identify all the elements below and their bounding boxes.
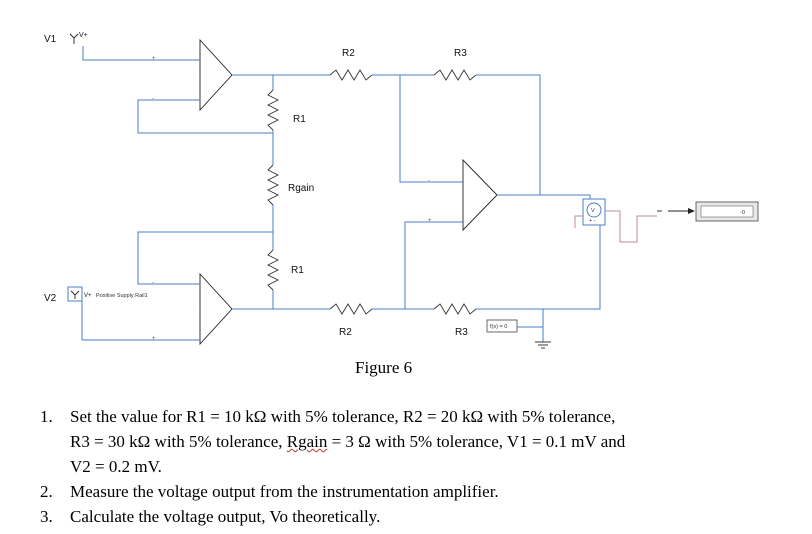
instruction-number: 3. — [40, 507, 53, 526]
instruction-text: Calculate the voltage output, Vo theoret… — [70, 507, 381, 526]
svg-text:-: - — [152, 280, 154, 286]
display-scope: -0 — [695, 201, 759, 222]
v1-label: V1 — [44, 34, 57, 45]
figure-caption: Figure 6 — [355, 358, 413, 377]
positive-supply-label: Positive Supply Rail1 — [96, 293, 148, 299]
instruction-text: = 3 Ω with 5% tolerance, V1 = 0.1 mV and — [327, 432, 626, 451]
instruction-list: 1. Set the value for R1 = 10 kΩ with 5% t… — [40, 404, 625, 529]
instruction-text: V2 = 0.2 mV. — [70, 457, 162, 476]
v2-source — [67, 286, 83, 302]
fx-block — [486, 319, 543, 333]
r3-top-label: R3 — [454, 48, 467, 59]
svg-text:+: + — [428, 218, 432, 224]
svg-text:-: - — [152, 96, 154, 102]
v2-label: V2 — [44, 293, 57, 304]
instruction-number: 2. — [40, 482, 53, 501]
instruction-number: 1. — [40, 407, 53, 426]
v-plus-label-2: V+ — [84, 293, 92, 299]
v-plus-label-1: V+ — [79, 32, 88, 39]
fx-label: f(x) = 0 — [490, 324, 507, 330]
instruction-item-1-line2: R3 = 30 kΩ with 5% tolerance, Rgain = 3 … — [40, 429, 625, 454]
instruction-item-1-line3: V2 = 0.2 mV. — [40, 454, 625, 479]
ground-icon — [535, 327, 551, 349]
svg-text:+ -: + - — [589, 218, 596, 224]
instruction-text: R3 = 30 kΩ with 5% tolerance, — [70, 432, 287, 451]
instruction-item-1: 1. Set the value for R1 = 10 kΩ with 5% t… — [40, 404, 625, 429]
r1-top-label: R1 — [293, 114, 306, 125]
instruction-item-3: 3. Calculate the voltage output, Vo theor… — [40, 504, 625, 529]
r2-bottom-label: R2 — [339, 327, 352, 338]
instruction-text: Set the value for R1 = 10 kΩ with 5% tol… — [70, 407, 616, 426]
opamp-2: - + — [152, 272, 233, 346]
instruction-item-2: 2. Measure the voltage output from the in… — [40, 479, 625, 504]
svg-text:+: + — [152, 56, 156, 62]
r2-top-label: R2 — [342, 48, 355, 59]
svg-text:-0: -0 — [740, 210, 745, 216]
svg-text:-: - — [428, 178, 430, 184]
spellcheck-underlined-word: Rgain — [286, 432, 328, 451]
svg-text:+: + — [152, 336, 156, 342]
v1-source — [69, 33, 79, 44]
rgain-label: Rgain — [288, 183, 314, 194]
r3-bottom-label: R3 — [455, 327, 468, 338]
instruction-text: Measure the voltage output from the inst… — [70, 482, 499, 501]
voltmeter-label: V — [591, 208, 595, 214]
opamp-3: - + — [428, 158, 498, 232]
opamp-1: + - — [152, 38, 233, 112]
voltmeter-icon: + - — [582, 198, 606, 226]
r1-bottom-label: R1 — [291, 265, 304, 276]
